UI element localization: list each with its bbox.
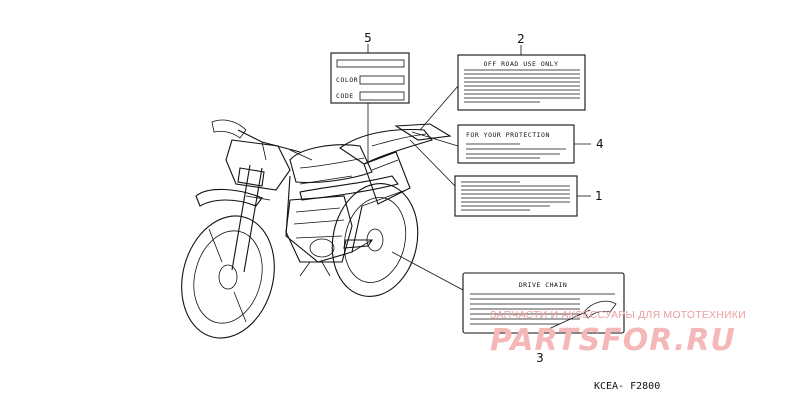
callout-2: 2 bbox=[517, 32, 525, 46]
rear-fender bbox=[394, 123, 452, 141]
drive-chain-heading: DRIVE CHAIN bbox=[519, 281, 568, 289]
off-road-heading: OFF ROAD USE ONLY bbox=[483, 60, 558, 68]
swingarm bbox=[343, 239, 374, 249]
front-fender bbox=[195, 188, 263, 207]
number-plate bbox=[211, 119, 291, 191]
callout-5: 5 bbox=[364, 31, 372, 45]
protection-label: FOR YOUR PROTECTION bbox=[457, 124, 575, 164]
color-label-text: COLOR bbox=[336, 76, 358, 84]
engine bbox=[285, 195, 353, 263]
leader-lines bbox=[367, 44, 591, 348]
motorcycle-illustration bbox=[181, 119, 452, 339]
off-road-label: OFF ROAD USE ONLY bbox=[457, 54, 586, 111]
diagram-code: KCEA- F2800 bbox=[594, 381, 660, 392]
fuel-tank bbox=[289, 144, 373, 184]
protection-heading: FOR YOUR PROTECTION bbox=[466, 131, 550, 139]
handlebar bbox=[237, 129, 313, 161]
chain-adjuster-icon bbox=[583, 300, 617, 319]
callout-3: 3 bbox=[536, 351, 544, 365]
front-wheel bbox=[181, 215, 275, 339]
code-label-text: CODE bbox=[336, 92, 354, 100]
watermark: ЗАПЧАСТИ И АКСЕССУАРЫ ДЛЯ МОТОТЕХНИКИ PA… bbox=[490, 309, 746, 358]
seat bbox=[339, 129, 433, 165]
color-code-label: COLOR CODE bbox=[330, 52, 410, 104]
watermark-text: ЗАПЧАСТИ И АКСЕССУАРЫ ДЛЯ МОТОТЕХНИКИ bbox=[490, 309, 746, 321]
drive-chain-label: DRIVE CHAIN bbox=[462, 272, 625, 334]
exhaust bbox=[299, 175, 399, 201]
side-cover bbox=[363, 151, 411, 205]
callout-1: 1 bbox=[595, 189, 603, 203]
footpeg bbox=[299, 261, 331, 277]
watermark-logo: PARTSFOR.RU bbox=[490, 323, 736, 358]
warning-label bbox=[454, 175, 578, 217]
callout-4: 4 bbox=[596, 137, 604, 151]
